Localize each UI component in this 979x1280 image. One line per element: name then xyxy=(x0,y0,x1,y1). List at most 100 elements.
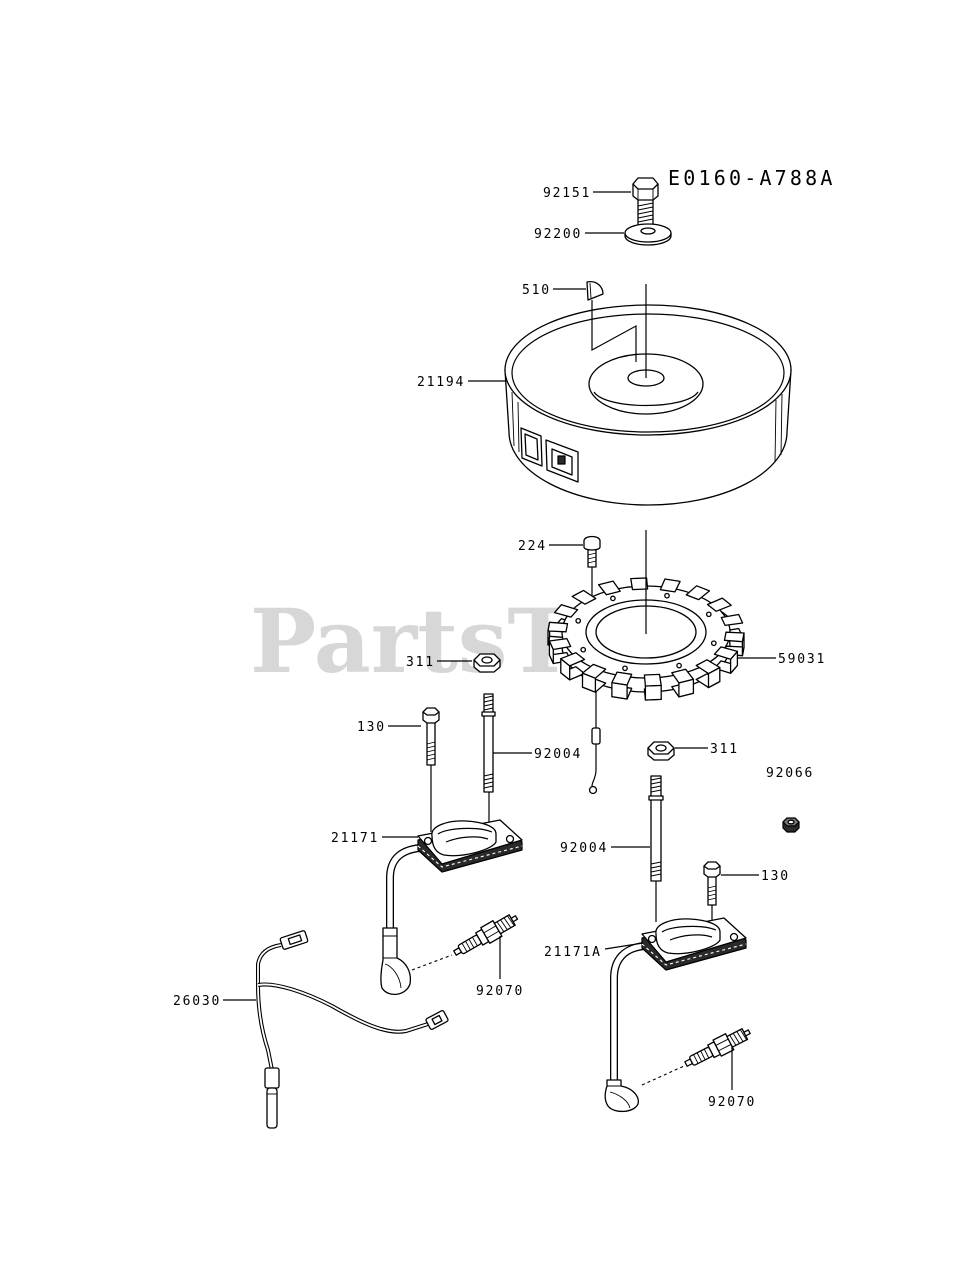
stator-tooth-sides xyxy=(547,621,745,701)
coil-right-mount-hole-2 xyxy=(729,932,739,942)
flywheel-hub-shade xyxy=(593,391,699,407)
harness-connector-bottom-sleeve xyxy=(264,1067,280,1089)
nut-right-hole xyxy=(655,744,667,752)
nut-left-hole xyxy=(481,656,493,664)
callout-stator-screw: 224 xyxy=(518,539,547,554)
stator-tooth xyxy=(630,577,649,591)
bolt-left-head-face xyxy=(422,707,440,716)
stator-tooth xyxy=(685,585,711,601)
coil-left-cable xyxy=(387,845,421,930)
stator-rivet-hole xyxy=(676,662,682,669)
callout-washer: 92200 xyxy=(534,227,582,242)
plug-left-electrode xyxy=(510,915,519,923)
callout-stator: 59031 xyxy=(778,652,826,667)
harness-connector-right-tab xyxy=(431,1014,443,1026)
callout-bolt-left: 130 xyxy=(357,720,386,735)
stator-tooth xyxy=(695,659,721,675)
harness-connector-top xyxy=(279,930,309,950)
stator-screw-head xyxy=(583,535,601,551)
plug-right-electrode xyxy=(743,1029,751,1037)
harness-connector-bottom-tip xyxy=(266,1087,278,1129)
hex-bolt-right xyxy=(703,861,721,906)
callout-top-bolt: 92151 xyxy=(543,186,591,201)
flywheel-magnet-2-slot xyxy=(557,455,566,465)
callout-coil-left: 21171 xyxy=(331,831,379,846)
coil-left-lamination-lines xyxy=(417,845,523,868)
spark-plug-left xyxy=(453,914,519,956)
stator-top-layer xyxy=(547,577,745,687)
coil-right-mount-hole-1 xyxy=(647,934,657,944)
spark-plug-right xyxy=(684,1028,751,1067)
ignition-coil-left xyxy=(417,819,523,873)
stud-right-threads xyxy=(650,777,662,877)
coil-left-body-shade xyxy=(445,836,489,843)
callout-coil-right: 21171A xyxy=(544,945,602,960)
small-nut xyxy=(782,817,800,833)
coil-left-body-ridge xyxy=(437,827,493,835)
stator-rivet-hole xyxy=(580,646,587,653)
spark-plug-boot-left xyxy=(380,927,412,995)
stator-tooth xyxy=(720,613,744,627)
stator-wire-connector xyxy=(591,727,601,745)
stator-tooth xyxy=(553,604,579,618)
boot-right-edges xyxy=(607,1085,631,1109)
stator xyxy=(547,577,745,701)
stud-right xyxy=(648,775,664,882)
flywheel-magnet-1-inner xyxy=(524,433,539,461)
bolt-left-threads xyxy=(426,741,436,761)
stator-rivet-hole xyxy=(610,595,616,602)
boot-right-shape xyxy=(604,1079,639,1113)
stator-rivet-hole xyxy=(664,592,670,599)
callout-small-nut: 92066 xyxy=(766,766,814,781)
stator-tooth xyxy=(659,578,681,593)
coil-right-body-ridge xyxy=(661,925,717,933)
harness-wire-branch xyxy=(257,983,429,1033)
leader-coil-right xyxy=(604,942,644,950)
coil-left-mount-hole-1 xyxy=(423,836,433,846)
washer xyxy=(624,223,672,246)
ignition-coil-right xyxy=(641,917,747,971)
boot-left-edges xyxy=(383,935,402,989)
stator-tooth xyxy=(671,668,695,684)
callout-nut-right: 311 xyxy=(710,742,739,757)
hex-nut-right xyxy=(647,741,675,761)
stator-tooth xyxy=(713,646,739,660)
harness-connector-top-tab xyxy=(287,934,303,946)
hex-nut-left xyxy=(473,653,501,673)
bolt-top-threads xyxy=(637,202,654,223)
callout-bolt-right: 130 xyxy=(761,869,790,884)
coil-right-cable xyxy=(611,943,645,1082)
bolt-top-head-face xyxy=(632,177,659,190)
harness-connector-bottom xyxy=(264,1067,280,1129)
stud-left-threads xyxy=(483,695,494,789)
harness-wire-main xyxy=(257,944,282,1071)
plug-left-alignment xyxy=(411,954,453,971)
callout-nut-left: 311 xyxy=(406,655,435,670)
key-position-line xyxy=(591,300,637,362)
diagram-code: E0160-A788A xyxy=(668,166,836,190)
callout-harness: 26030 xyxy=(173,994,221,1009)
wire-harness xyxy=(256,930,449,1129)
plug-right-thread-lines xyxy=(729,1029,748,1046)
stator-tooth-side xyxy=(644,684,662,701)
woodruff-key xyxy=(586,281,604,301)
stud-left xyxy=(481,693,496,793)
stator-wire-terminal xyxy=(588,785,598,795)
stator-rivet-hole xyxy=(575,617,582,624)
callout-stud-right: 92004 xyxy=(560,841,608,856)
stator-tooth xyxy=(548,637,572,651)
small-nut-hole xyxy=(787,819,795,825)
stator-rivet-hole xyxy=(705,611,712,618)
stator-tooth xyxy=(643,673,662,687)
flywheel xyxy=(504,304,792,506)
coil-left-mount-hole-2 xyxy=(505,834,515,844)
boot-left-shape xyxy=(380,927,412,995)
stator-tooth xyxy=(706,597,732,612)
washer-hole xyxy=(640,227,656,235)
stator-tooth xyxy=(723,631,745,643)
plug-left-hex-edges xyxy=(483,925,500,939)
key-edge xyxy=(589,282,592,299)
stator-rivet-hole xyxy=(622,665,628,672)
